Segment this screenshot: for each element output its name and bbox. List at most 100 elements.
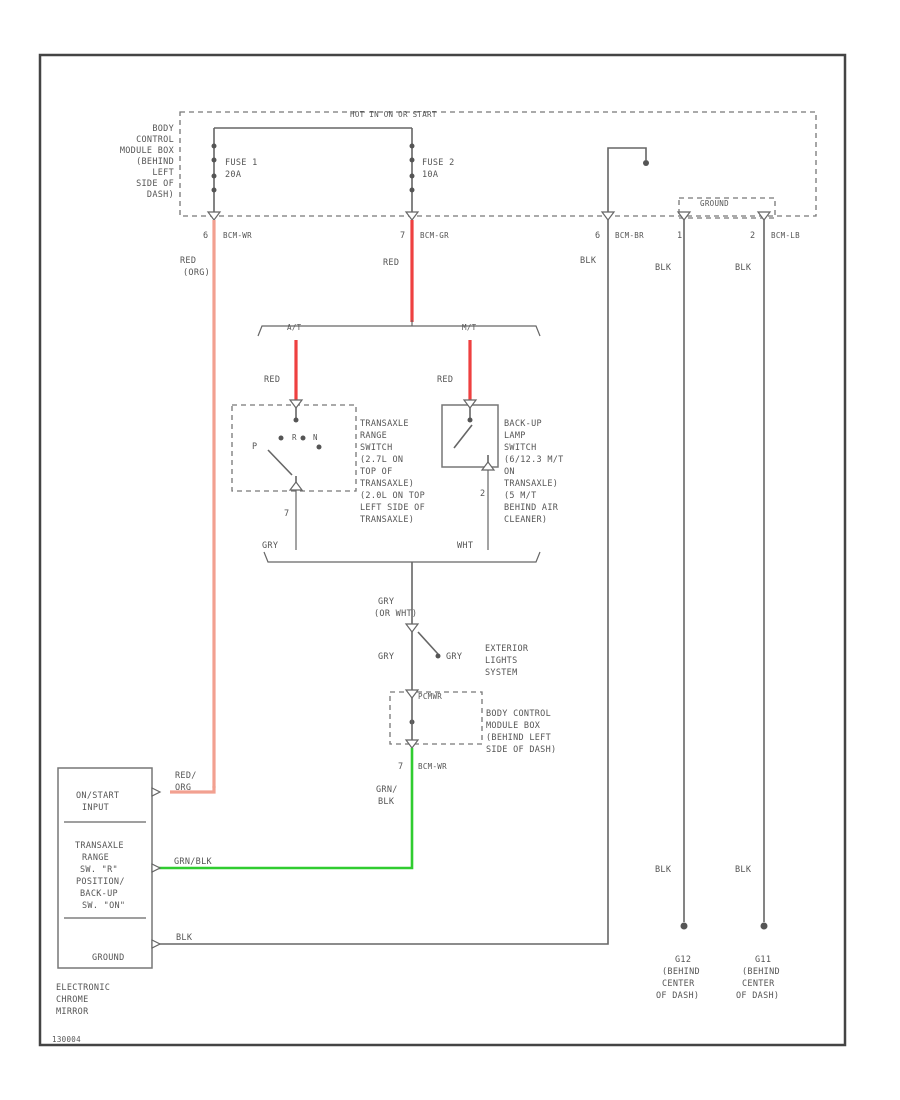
wire-label: BLK xyxy=(378,797,395,807)
wire-label: GRN/BLK xyxy=(174,857,213,867)
wire-label: GRY xyxy=(262,541,278,551)
mirror-input-label: INPUT xyxy=(82,803,109,813)
wire-label: RED xyxy=(180,256,196,266)
bcm-box-top: HOT IN ON OR START BODY CONTROL MODULE B… xyxy=(120,110,817,221)
svg-text:(5 M/T: (5 M/T xyxy=(504,491,537,501)
wire-label: GRY xyxy=(378,652,394,662)
wire-label: RED xyxy=(383,258,399,268)
switch-position-r: R xyxy=(292,433,297,442)
pin-number: 7 xyxy=(400,231,405,241)
bcm-box-header: HOT IN ON OR START xyxy=(350,110,437,119)
pin-number: 6 xyxy=(203,231,208,241)
wire-label: RED xyxy=(437,375,453,385)
ground-g12-symbol xyxy=(680,922,688,930)
svg-text:ELECTRONIC: ELECTRONIC xyxy=(56,983,110,993)
svg-text:(2.7L ON: (2.7L ON xyxy=(360,455,403,465)
ground-g11: BLK BLK G11 (BEHIND CENTER OF DASH) xyxy=(735,220,780,1001)
bcm-label-line: DASH) xyxy=(147,190,174,200)
output-bracket xyxy=(263,551,541,563)
at-mt-branch: A/T M/T xyxy=(257,320,541,337)
connector-label: BCM-WR xyxy=(223,231,252,240)
exterior-lights-label: LIGHTS xyxy=(485,656,518,666)
bcm-box-label: BODY CONTROL MODULE BOX (BEHIND LEFT SID… xyxy=(120,124,174,200)
svg-text:TOP OF: TOP OF xyxy=(360,467,393,477)
mirror-input-label: SW. "R" xyxy=(80,865,118,875)
svg-text:SWITCH: SWITCH xyxy=(504,443,537,453)
mirror-name: ELECTRONIC CHROME MIRROR xyxy=(56,983,110,1017)
diagram-frame xyxy=(38,53,847,1047)
ground-g11-symbol xyxy=(760,922,768,930)
wire-label: GRY xyxy=(378,597,394,607)
connector-label: BCM-BR xyxy=(615,231,644,240)
bcm-label-line: SIDE OF xyxy=(136,179,174,189)
branch-label-mt: M/T xyxy=(462,323,477,332)
bcm-label-line: (BEHIND xyxy=(136,157,174,167)
branch-label-at: A/T xyxy=(287,323,302,332)
switch-position-p: P xyxy=(252,442,257,452)
svg-text:TRANSAXLE): TRANSAXLE) xyxy=(360,479,414,489)
wire-label: GRY xyxy=(446,652,462,662)
svg-text:(BEHIND: (BEHIND xyxy=(742,967,780,977)
wire-label: GRN/ xyxy=(376,785,398,795)
svg-text:BACK-UP: BACK-UP xyxy=(504,419,542,429)
svg-text:RANGE: RANGE xyxy=(360,431,387,441)
fuse-2-rating: 10A xyxy=(422,170,438,180)
ground-connector: GROUND xyxy=(678,197,776,219)
connector-label: BCM-GR xyxy=(420,231,449,240)
pin-number: 1 xyxy=(677,231,682,241)
mirror-input-label: POSITION/ xyxy=(76,877,125,887)
wire-label: (OR WHT) xyxy=(374,609,417,619)
pin-number: 6 xyxy=(595,231,600,241)
exterior-lights-branch: GRY EXTERIOR LIGHTS SYSTEM xyxy=(404,623,529,678)
electronic-chrome-mirror: ON/START INPUT TRANSAXLE RANGE SW. "R" P… xyxy=(57,767,162,969)
fuse-1: FUSE 1 20A xyxy=(211,128,258,212)
svg-text:TRANSAXLE): TRANSAXLE) xyxy=(504,479,558,489)
svg-text:OF DASH): OF DASH) xyxy=(656,991,699,1001)
mirror-input-label: BACK-UP xyxy=(80,889,118,899)
bcm-label-line: CONTROL xyxy=(136,135,174,145)
bcm-lower-header: PCMWR xyxy=(418,692,442,701)
ground-connector-label: GROUND xyxy=(700,199,729,208)
svg-text:CENTER: CENTER xyxy=(662,979,695,989)
wire-label: (ORG) xyxy=(183,268,210,278)
svg-text:MODULE BOX: MODULE BOX xyxy=(486,721,541,731)
switch-position-n: N xyxy=(313,433,318,442)
wire-label: BLK xyxy=(655,865,672,875)
connector-label: BCM-WR xyxy=(418,762,447,771)
bcm-box-lower: PCMWR BODY CONTROL MODULE BOX (BEHIND LE… xyxy=(389,689,556,772)
bcm-lower-label: BODY CONTROL MODULE BOX (BEHIND LEFT SID… xyxy=(486,709,556,755)
svg-text:(BEHIND LEFT: (BEHIND LEFT xyxy=(486,733,551,743)
wire-label: ORG xyxy=(175,783,191,793)
bcm-internal-ground xyxy=(607,147,649,212)
svg-text:SWITCH: SWITCH xyxy=(360,443,393,453)
wire-label: BLK xyxy=(655,263,672,273)
fuse-2-label: FUSE 2 xyxy=(422,158,455,168)
wire-label: BLK xyxy=(735,865,752,875)
bcm-label-line: BODY xyxy=(152,124,174,134)
mirror-ground-label: GROUND xyxy=(92,953,125,963)
pin-number: 2 xyxy=(480,489,485,499)
connector-label: BCM-LB xyxy=(771,231,800,240)
pin-number: 7 xyxy=(398,762,403,772)
svg-text:G12: G12 xyxy=(675,955,691,965)
svg-text:(6/12.3 M/T: (6/12.3 M/T xyxy=(504,455,564,465)
wire-label: BLK xyxy=(580,256,597,266)
mirror-input-label: ON/START xyxy=(76,791,119,801)
exterior-lights-label: SYSTEM xyxy=(485,668,518,678)
wire-blk-ground xyxy=(156,220,609,945)
svg-text:BEHIND AIR: BEHIND AIR xyxy=(504,503,559,513)
pin-number: 7 xyxy=(284,509,289,519)
bcm-box-outline xyxy=(179,111,817,217)
svg-text:CLEANER): CLEANER) xyxy=(504,515,547,525)
mirror-input-label: TRANSAXLE xyxy=(75,841,124,851)
wire-label: RED xyxy=(264,375,280,385)
svg-text:CHROME: CHROME xyxy=(56,995,89,1005)
svg-text:OF DASH): OF DASH) xyxy=(736,991,779,1001)
figure-code: 130004 xyxy=(52,1035,81,1044)
exterior-lights-label: EXTERIOR xyxy=(485,644,529,654)
ground-g12: BLK BLK G12 (BEHIND CENTER OF DASH) xyxy=(655,220,700,1001)
svg-text:TRANSAXLE): TRANSAXLE) xyxy=(360,515,414,525)
wire-grn-blk xyxy=(156,748,414,870)
fuse-1-label: FUSE 1 xyxy=(225,158,258,168)
back-up-lamp-switch-label: BACK-UP LAMP SWITCH (6/12.3 M/T ON TRANS… xyxy=(504,419,564,525)
